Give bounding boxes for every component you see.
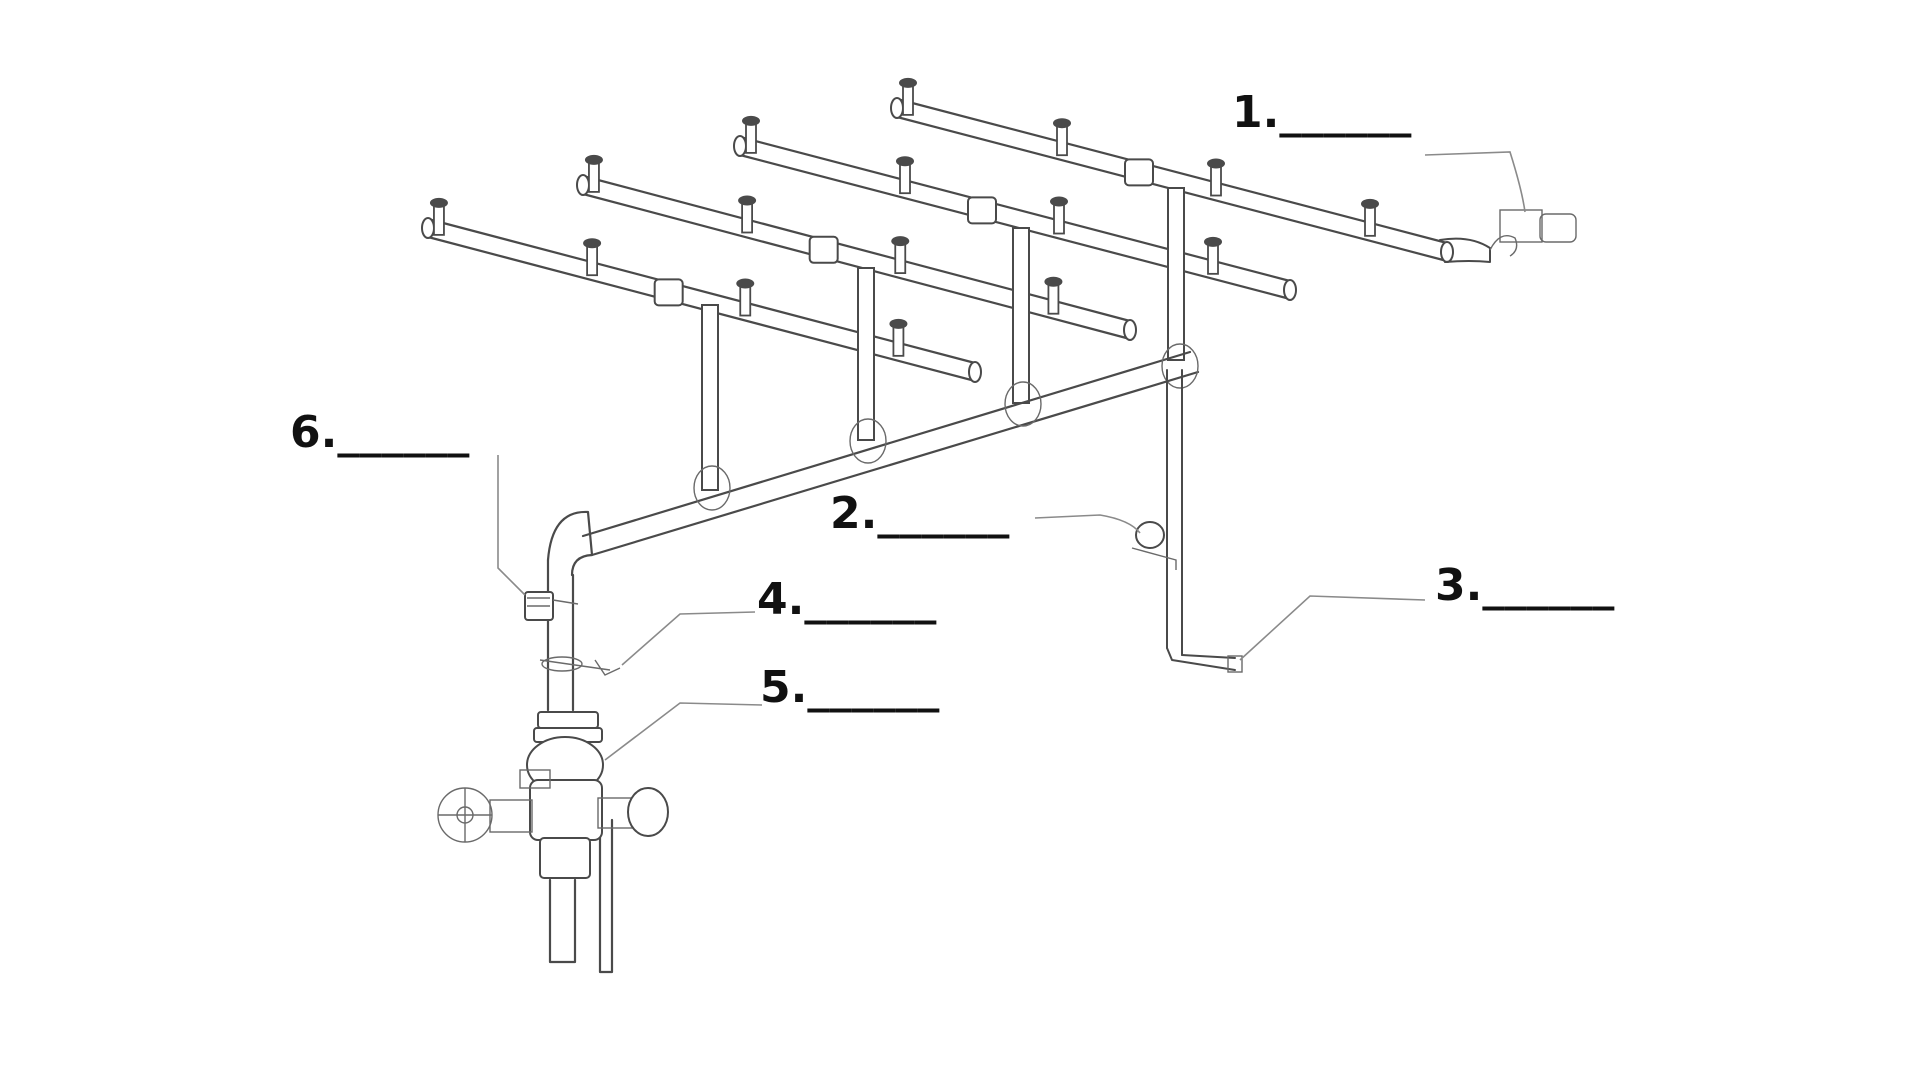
sprinkler-head xyxy=(738,195,757,234)
sprinkler-head xyxy=(1361,198,1379,237)
pipe-end-cap xyxy=(1123,319,1137,341)
cross-main xyxy=(546,343,1200,577)
main-riser xyxy=(541,558,614,974)
sprinkler-head xyxy=(583,238,602,277)
label-2: 2.______ xyxy=(830,488,1009,539)
tee-fitting xyxy=(808,235,839,264)
branch-line-1 xyxy=(426,217,977,365)
label-6: 6.______ xyxy=(290,407,469,458)
branch-risers xyxy=(701,187,1185,491)
sprinkler-head xyxy=(899,77,917,116)
end-device-component xyxy=(1439,209,1577,263)
sprinkler-head xyxy=(896,156,914,195)
sprinkler-head xyxy=(584,154,603,193)
sprinkler-head xyxy=(1050,196,1068,235)
sprinkler-head xyxy=(1044,276,1063,315)
pipe-end-cap xyxy=(421,217,435,239)
pipe-end-cap xyxy=(576,174,590,196)
sprinkler-head xyxy=(891,236,910,275)
sprinkler-head xyxy=(429,197,448,236)
pipe-end-cap xyxy=(968,361,982,383)
gauge-component xyxy=(1131,521,1177,570)
sprinkler-head xyxy=(1207,158,1225,197)
flow-switch-component xyxy=(524,591,579,621)
valve-assembly xyxy=(437,711,669,879)
label-1: 1.______ xyxy=(1232,87,1411,138)
label-3: 3.______ xyxy=(1435,560,1614,611)
sprinkler-head xyxy=(742,115,760,154)
pipe-end-cap xyxy=(1283,279,1297,301)
sprinkler-head xyxy=(736,278,755,317)
sprinkler-head xyxy=(889,318,908,357)
test-drain-line xyxy=(1166,369,1243,673)
tee-fitting xyxy=(967,196,997,225)
pipe-end-cap xyxy=(890,97,904,119)
pipe-end-cap xyxy=(1440,241,1454,263)
tee-fitting xyxy=(1124,158,1154,187)
labels: 1.______ 2.______ 3.______ 4.______ 5.__… xyxy=(290,87,1614,713)
branch-line-3 xyxy=(738,135,1292,283)
branch-line-2 xyxy=(581,192,1132,341)
branch-line-2 xyxy=(581,174,1132,323)
branch-line-4 xyxy=(895,97,1449,245)
leader-lines xyxy=(497,151,1526,761)
label-4: 4.______ xyxy=(757,574,936,625)
tee-fitting xyxy=(653,278,684,307)
label-5: 5.______ xyxy=(760,662,939,713)
sprinkler-head xyxy=(1053,118,1071,157)
clamp-component xyxy=(539,659,621,676)
sprinkler-head xyxy=(1204,236,1222,275)
pipe-end-cap xyxy=(733,135,747,157)
